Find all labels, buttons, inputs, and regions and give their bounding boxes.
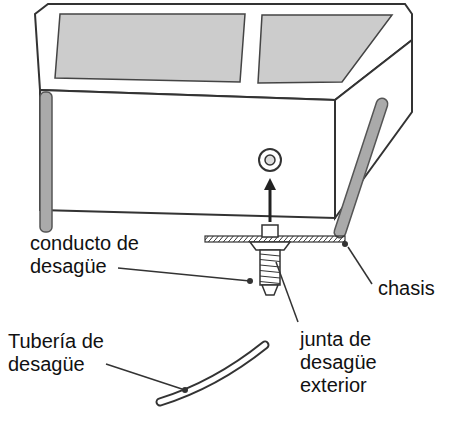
part-label: Tubería de desagüe — [8, 330, 128, 376]
drain-pipe — [160, 345, 265, 402]
connector-flange — [250, 242, 290, 250]
machine-front — [40, 90, 335, 218]
connector-body — [260, 250, 280, 285]
leg — [40, 92, 52, 232]
part-label: conducto de desagüe — [30, 232, 148, 278]
connector-nut — [262, 225, 278, 237]
screw-thread — [260, 271, 280, 273]
connector-tip — [262, 285, 278, 295]
screw-thread — [260, 254, 280, 284]
drain-hole — [259, 149, 281, 171]
leader-dot — [342, 241, 348, 247]
assembly-arrow — [269, 184, 272, 222]
leader-line — [276, 262, 298, 322]
screw-thread — [260, 260, 280, 262]
drain-hole — [265, 155, 275, 165]
leader-line — [106, 364, 185, 390]
leader-line — [118, 268, 250, 281]
leader-dot — [182, 387, 188, 393]
leader-line — [348, 247, 372, 284]
leg — [340, 104, 382, 232]
screw-thread — [260, 282, 280, 284]
part-label: chasis — [378, 277, 458, 300]
screw-thread — [260, 254, 280, 256]
drain-pipe — [160, 345, 265, 402]
screw-thread — [260, 276, 280, 278]
leg — [340, 104, 382, 232]
leader-dot — [247, 278, 253, 284]
top-panel — [55, 14, 245, 82]
part-label: junta de desagüe exterior — [300, 328, 430, 397]
